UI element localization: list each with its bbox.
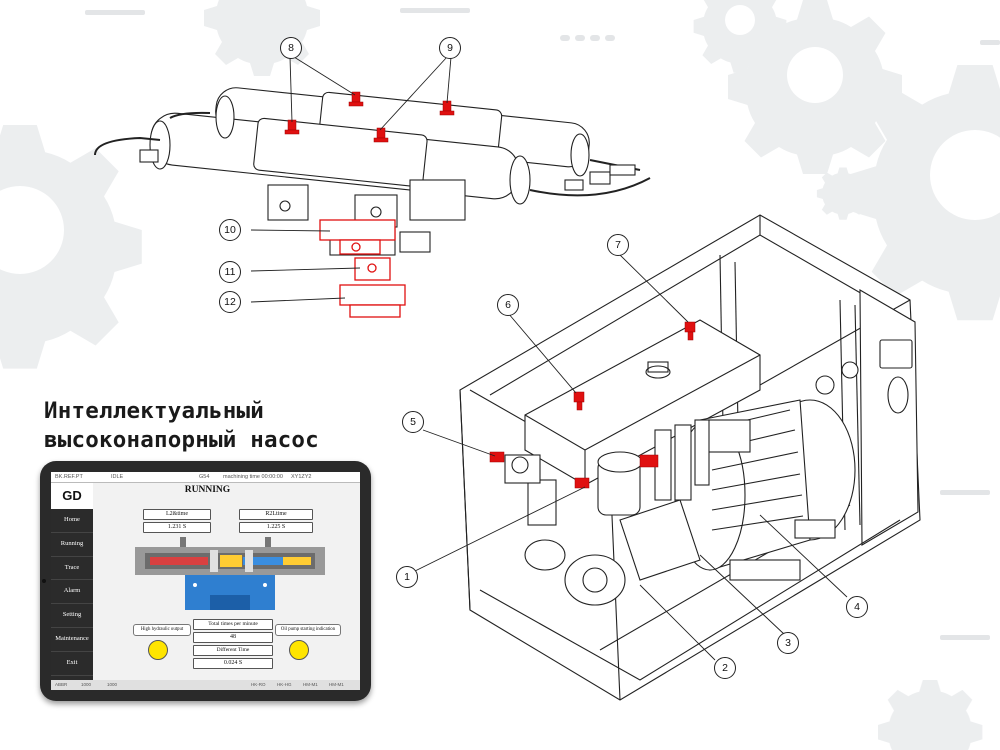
pump-unit-frame [459,214,921,701]
left-value: 1.231 S [143,522,211,533]
bottom-item: HM-M1 [329,682,344,687]
callout-7: 7 [607,234,629,256]
hmi-topbar: BK.REF.PT IDLE G54 machining time 00:00:… [51,472,360,483]
title-line-1: Интеллектуальный [44,398,264,424]
callout-10: 10 [219,219,241,241]
menu-running[interactable]: Running [51,533,93,557]
high-hydraulic-output-button[interactable]: High hydraulic output [133,624,191,636]
cylinder-sensors [284,91,455,143]
callout-1: 1 [396,566,418,588]
top-leader-lines [250,56,452,303]
callout-3: 3 [777,632,799,654]
menu-setting[interactable]: Setting [51,604,93,628]
callout-9: 9 [439,37,461,59]
callout-2: 2 [714,657,736,679]
menu-exit[interactable]: Exit [51,652,93,676]
bottom-item: HM-M1 [303,682,318,687]
menu-maintenance[interactable]: Maintenance [51,628,93,652]
bottom-item: ABBR [55,682,68,687]
highlighted-valves [319,219,406,318]
hmi-logo: GD [51,483,93,509]
topbar-right: XY1ZY2 [291,474,312,480]
callout-5: 5 [402,411,424,433]
left-indicator-lamp [148,640,168,660]
hmi-bottombar: ABBR 1000 1000 HK-RO HK-HG HM-M1 HM-M1 [51,680,360,690]
hmi-screen: BK.REF.PT IDLE G54 machining time 00:00:… [51,472,360,690]
right-label: R2Ltime [239,509,313,520]
menu-home[interactable]: Home [51,509,93,533]
callout-8: 8 [280,37,302,59]
cylinder-cross-section [135,537,325,610]
different-time-label: Different Time [193,645,273,656]
oil-pump-indication-button[interactable]: Oil pump starting indication [275,624,341,636]
bottom-item: 1000 [107,682,118,687]
main-leader-lines [412,252,848,661]
callout-12: 12 [219,291,241,313]
right-indicator-lamp [289,640,309,660]
bottom-item: 1000 [81,682,92,687]
bottom-item: HK-RO [251,682,266,687]
bottom-item: HK-HG [277,682,292,687]
different-time-value: 0.024 S [193,658,273,669]
camera-icon [42,579,46,583]
callout-4: 4 [846,596,868,618]
menu-alarm[interactable]: Alarm [51,580,93,605]
topbar-time: machining time 00:00:00 [223,474,283,480]
topbar-left: BK.REF.PT [55,474,83,480]
right-value: 1.225 S [239,522,313,533]
callout-11: 11 [219,261,241,283]
menu-trace[interactable]: Trace [51,557,93,581]
title-line-2: высоконапорный насос [44,427,319,453]
status-title: RUNNING [184,485,231,495]
total-times-value: 48 [193,632,273,643]
tablet-device: BK.REF.PT IDLE G54 machining time 00:00:… [40,461,371,701]
background-dashes [85,8,1000,640]
left-label: L2&time [143,509,211,520]
topbar-code: G54 [199,474,210,480]
page-title: Интеллектуальный высоконапорный насос [44,397,319,455]
topbar-idle: IDLE [111,474,124,480]
hmi-sidebar: Home Running Trace Alarm Setting Mainten… [51,509,93,680]
total-times-label: Total times per minute [193,619,273,630]
callout-6: 6 [497,294,519,316]
